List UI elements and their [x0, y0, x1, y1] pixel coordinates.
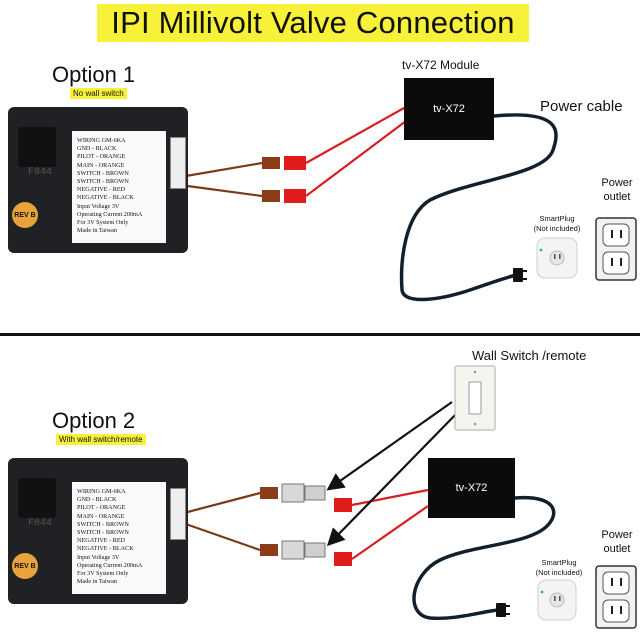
sticker-line: For 3V System Only — [77, 570, 129, 578]
sticker-line: SWITCH - BROWN — [77, 529, 129, 537]
option2-title: Option 2 — [52, 408, 136, 433]
sticker-line: Made in Taiwan — [77, 578, 118, 586]
sticker-line: Input Voltage 3V — [77, 202, 120, 210]
sticker-line: For 3V System Only — [77, 219, 129, 227]
option1-red-wires — [305, 107, 411, 197]
option2-module-label: tv-X72 — [455, 482, 488, 494]
valve-sticker: WIRING GM-6KA GND - BLACK PILOT - ORANGE… — [72, 482, 166, 594]
sticker-line: Operating Current 200mA — [77, 210, 143, 218]
sticker-line: Input Voltage 3V — [77, 553, 120, 561]
option1-brown-wires — [179, 161, 263, 198]
option2-red-wires — [351, 488, 429, 560]
option2-outlet-label: Power outlet — [601, 529, 633, 555]
sticker-line: WIRING GM-6KA — [77, 488, 126, 495]
option2-plug — [496, 603, 510, 617]
sticker-line: Made in Taiwan — [77, 227, 118, 235]
option2-plug-label: SmartPlug (Not included) — [535, 558, 583, 577]
sticker-line: Operating Current 200mA — [77, 561, 143, 569]
option2-valve: F844 REV B WIRING GM-6KA GND - BLACK PIL… — [8, 458, 188, 604]
option1-plug-label: SmartPlug (Not included) — [533, 214, 581, 233]
sticker-line: NEGATIVE - BLACK — [77, 194, 134, 202]
sticker-line: NEGATIVE - RED — [77, 537, 126, 545]
option1-title: Option 1 — [52, 62, 136, 87]
option2-power-cable — [412, 495, 556, 621]
option1-module: tv-X72 — [404, 78, 494, 140]
valve-mark: F844 — [28, 518, 53, 529]
sticker-line: SWITCH - BROWN — [77, 520, 129, 528]
option1-outlet-label: Power outlet — [601, 177, 633, 203]
option2-terminals — [260, 483, 352, 566]
option2-wall-switch — [454, 365, 496, 431]
sticker-line: SWITCH - BROWN — [77, 169, 129, 177]
option2-outlet — [595, 565, 637, 629]
option1-module-label: tv-X72 — [433, 103, 465, 115]
option1-cable-label: Power cable — [540, 98, 623, 115]
option2-switch-arrows — [326, 401, 461, 547]
valve-mark: F844 — [28, 167, 53, 178]
sticker-line: PILOT - ORANGE — [77, 153, 126, 161]
option2-note: With wall switch/remote — [56, 434, 146, 445]
sticker-line: MAIN - ORANGE — [77, 512, 125, 520]
sticker-line: MAIN - ORANGE — [77, 161, 125, 169]
option1-terminals — [262, 156, 306, 203]
option1-outlet — [595, 217, 637, 281]
section-divider — [0, 333, 640, 336]
rev-badge: REV B — [12, 553, 38, 579]
sticker-line: GND - BLACK — [77, 496, 117, 504]
option1-power-cable — [399, 113, 558, 302]
valve-connector — [170, 488, 186, 540]
option1-note: No wall switch — [70, 88, 127, 99]
option2-smartplug — [537, 579, 577, 621]
valve-knob — [18, 127, 56, 167]
option2-module: tv-X72 — [428, 458, 515, 518]
option2-switch-label: Wall Switch /remote — [472, 348, 587, 363]
diagram-title: IPI Millivolt Valve Connection — [97, 4, 529, 42]
option2-brown-wires — [179, 491, 261, 552]
sticker-line: NEGATIVE - RED — [77, 186, 126, 194]
sticker-line: SWITCH - BROWN — [77, 178, 129, 186]
valve-sticker: WIRING GM-6KA GND - BLACK PILOT - ORANGE… — [72, 131, 166, 243]
option1-valve: F844 REV B WIRING GM-6KA GND - BLACK PIL… — [8, 107, 188, 253]
valve-connector — [170, 137, 186, 189]
option1-smartplug — [536, 237, 578, 279]
option1-module-caption: tv-X72 Module — [402, 58, 480, 72]
valve-knob — [18, 478, 56, 518]
sticker-line: GND - BLACK — [77, 145, 117, 153]
sticker-line: PILOT - ORANGE — [77, 504, 126, 512]
rev-badge: REV B — [12, 202, 38, 228]
sticker-line: WIRING GM-6KA — [77, 137, 126, 144]
option1-plug — [513, 268, 527, 282]
sticker-line: NEGATIVE - BLACK — [77, 545, 134, 553]
